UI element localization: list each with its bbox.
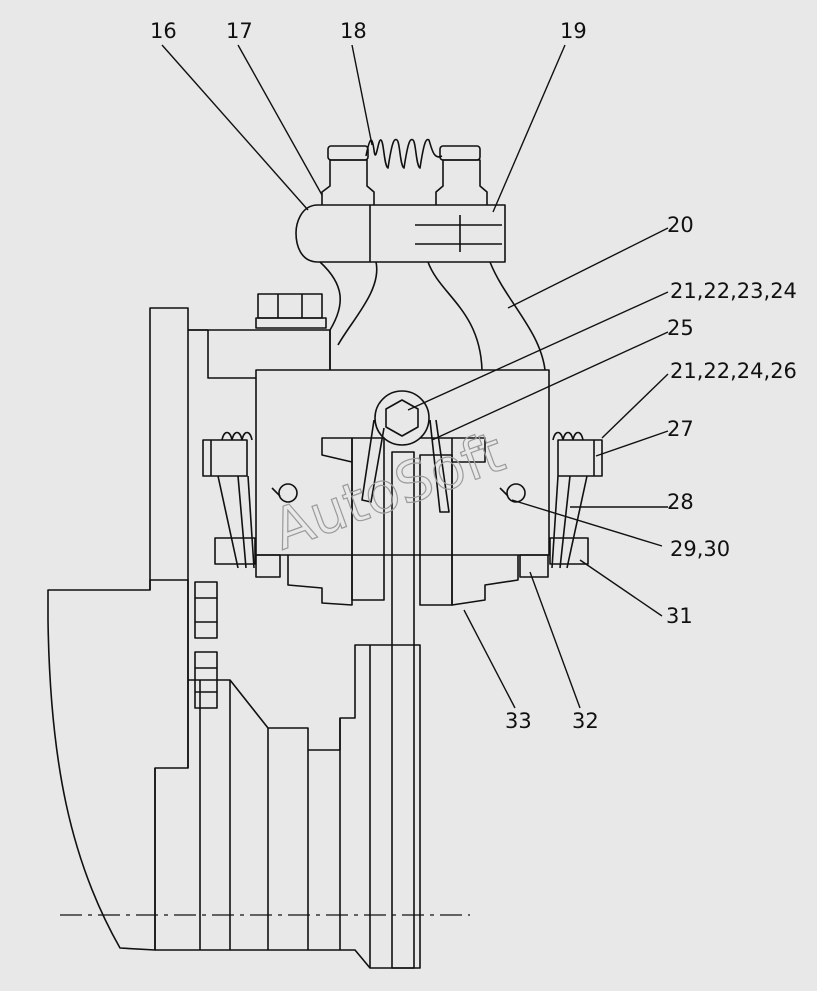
callout-32: 32 bbox=[572, 709, 599, 733]
callout-31: 31 bbox=[666, 604, 693, 628]
callout-19: 19 bbox=[560, 19, 587, 43]
hex-plug bbox=[374, 390, 430, 446]
main-block bbox=[255, 369, 550, 556]
callout-27: 27 bbox=[667, 417, 694, 441]
callout-29-30: 29,30 bbox=[670, 537, 730, 561]
callout-18: 18 bbox=[340, 19, 367, 43]
callout-17: 17 bbox=[226, 19, 253, 43]
callout-33: 33 bbox=[505, 709, 532, 733]
right-spring-pack bbox=[519, 431, 603, 578]
top-nut bbox=[255, 293, 327, 329]
leader-lines bbox=[161, 44, 669, 709]
pins bbox=[271, 483, 526, 503]
brake-disc bbox=[391, 451, 415, 969]
hairpin-spring bbox=[361, 419, 450, 513]
housing-body bbox=[47, 307, 331, 951]
tension-spring bbox=[365, 138, 443, 169]
left-spring-pack bbox=[202, 431, 281, 578]
callout-16: 16 bbox=[150, 19, 177, 43]
callout-25: 25 bbox=[667, 316, 694, 340]
callout-20: 20 bbox=[667, 213, 694, 237]
housing-bolts bbox=[194, 581, 218, 709]
callout-28: 28 bbox=[667, 490, 694, 514]
callout-21-22-23-24: 21,22,23,24 bbox=[670, 279, 797, 303]
callout-labels: 16 17 18 19 20 21,22,23,24 25 21,22,24,2… bbox=[150, 19, 797, 733]
brake-shoes bbox=[287, 437, 519, 606]
lower-stepped-members bbox=[155, 644, 421, 969]
top-studs bbox=[321, 145, 488, 205]
upper-bracket bbox=[295, 204, 546, 371]
callout-21-22-24-26: 21,22,24,26 bbox=[670, 359, 797, 383]
